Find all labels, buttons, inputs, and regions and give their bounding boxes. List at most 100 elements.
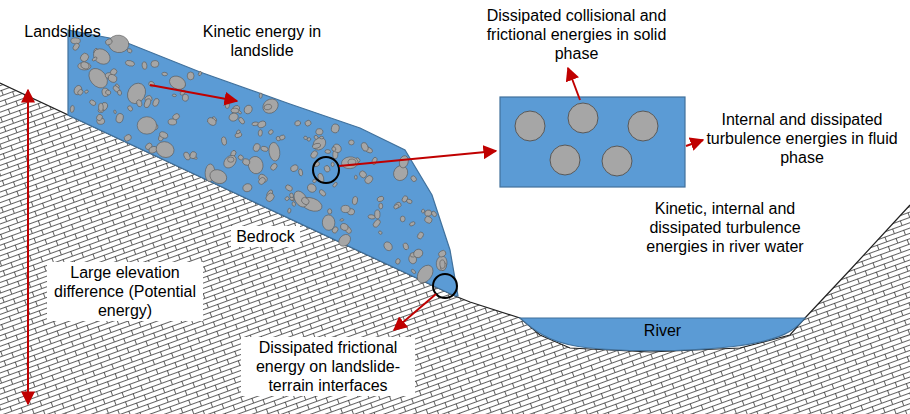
gravel-particle <box>423 215 433 224</box>
gravel-particle <box>72 42 81 51</box>
gravel-particle <box>322 215 335 231</box>
gravel-particle <box>332 182 338 188</box>
zoom-circle <box>313 157 339 183</box>
gravel-particle <box>318 189 327 198</box>
gravel-particle <box>284 184 293 192</box>
zoom-circle <box>433 274 457 298</box>
gravel-particle <box>393 203 400 209</box>
gravel-particle <box>98 103 103 111</box>
gravel-particle <box>340 218 344 221</box>
label-text: Kinetic, internal and dissipated turbule… <box>646 200 803 255</box>
label-text: Kinetic energy in landslide <box>203 23 321 59</box>
gravel-particle <box>172 94 176 97</box>
gravel-particle <box>300 196 310 206</box>
gravel-particle <box>287 208 291 213</box>
gravel-particle <box>268 142 281 162</box>
gravel-particle <box>70 105 75 113</box>
gravel-particle <box>237 154 244 161</box>
gravel-particle <box>257 176 266 186</box>
gravel-particle <box>73 84 83 96</box>
gravel-particle <box>260 96 281 116</box>
gravel-particle <box>440 260 446 269</box>
gravel-particle <box>410 175 418 183</box>
gravel-particle <box>247 155 265 175</box>
gravel-particle <box>208 167 229 186</box>
gravel-particle <box>421 209 425 214</box>
gravel-particle <box>360 142 369 153</box>
gravel-particle <box>168 119 177 125</box>
gravel-particle <box>142 61 148 69</box>
gravel-particle <box>330 123 340 134</box>
gravel-particle <box>416 231 424 240</box>
gravel-particle <box>352 196 359 205</box>
gravel-particle <box>331 162 334 166</box>
gravel-particle <box>206 116 217 126</box>
gravel-particle <box>252 143 261 153</box>
gravel-particle <box>291 189 310 210</box>
gravel-particle <box>117 90 122 96</box>
gravel-particle <box>238 116 246 125</box>
gravel-particle <box>400 216 405 222</box>
gravel-particle <box>151 60 159 67</box>
gravel-particle <box>398 155 410 169</box>
gravel-particle <box>304 119 312 127</box>
gravel-particle <box>260 146 268 153</box>
energy-label: Dissipated frictional energy on landslid… <box>241 337 415 396</box>
gravel-particle <box>221 153 238 171</box>
node-label: River <box>644 322 681 340</box>
energy-label: Kinetic, internal and dissipated turbule… <box>626 198 824 257</box>
label-text: Internal and dissipated turbulence energ… <box>706 111 897 166</box>
gravel-particle <box>189 151 198 160</box>
gravel-particle <box>336 232 352 248</box>
gravel-particle <box>104 38 113 46</box>
gravel-particle <box>327 209 332 215</box>
gravel-particle <box>243 104 254 116</box>
gravel-particle <box>294 120 301 127</box>
gravel-particle <box>412 248 424 260</box>
label-text: Dissipated frictional energy on landslid… <box>256 339 400 394</box>
gravel-particle <box>325 149 331 153</box>
gravel-particle <box>312 142 322 149</box>
gravel-particle <box>113 110 116 114</box>
gravel-particle <box>125 60 135 67</box>
gravel-particle <box>231 108 239 113</box>
gravel-particle <box>154 139 176 160</box>
gravel-particle <box>90 46 113 68</box>
gravel-particle <box>225 102 230 109</box>
gravel-particle <box>105 89 112 96</box>
gravel-particle <box>349 140 355 145</box>
river-water <box>520 318 805 351</box>
gravel-particle <box>372 218 382 228</box>
energy-arrows <box>28 68 703 404</box>
gravel-particle <box>187 72 194 80</box>
gravel-particle <box>354 175 357 179</box>
gravel-particle <box>315 128 323 136</box>
river-shape: River <box>515 314 810 356</box>
gravel-particle <box>290 197 295 201</box>
energy-label: Internal and dissipated turbulence energ… <box>705 110 899 167</box>
landslide-mass <box>68 30 458 296</box>
gravel-particle <box>127 105 134 112</box>
gravel-particle <box>152 98 160 108</box>
gravel-particle <box>309 150 318 160</box>
gravel-particle <box>340 223 349 232</box>
gravel-particles <box>70 34 448 286</box>
gravel-particle <box>284 196 289 201</box>
inset-particles <box>515 103 658 176</box>
gravel-particle <box>320 136 324 139</box>
gravel-particle <box>313 135 318 140</box>
label-text: Bedrock <box>236 228 295 245</box>
gravel-particle <box>159 131 169 139</box>
gravel-particle <box>92 56 98 61</box>
energy-label: Kinetic energy in landslide <box>192 22 332 60</box>
gravel-particle <box>437 249 447 258</box>
gravel-particle <box>115 113 124 124</box>
gravel-particle <box>269 162 278 171</box>
gravel-particle <box>275 136 281 142</box>
gravel-particle <box>363 174 374 185</box>
gravel-particle <box>402 242 409 250</box>
gravel-particle <box>80 61 90 70</box>
energy-label: Large elevation difference (Potential en… <box>47 262 203 321</box>
gravel-particle <box>331 142 342 154</box>
